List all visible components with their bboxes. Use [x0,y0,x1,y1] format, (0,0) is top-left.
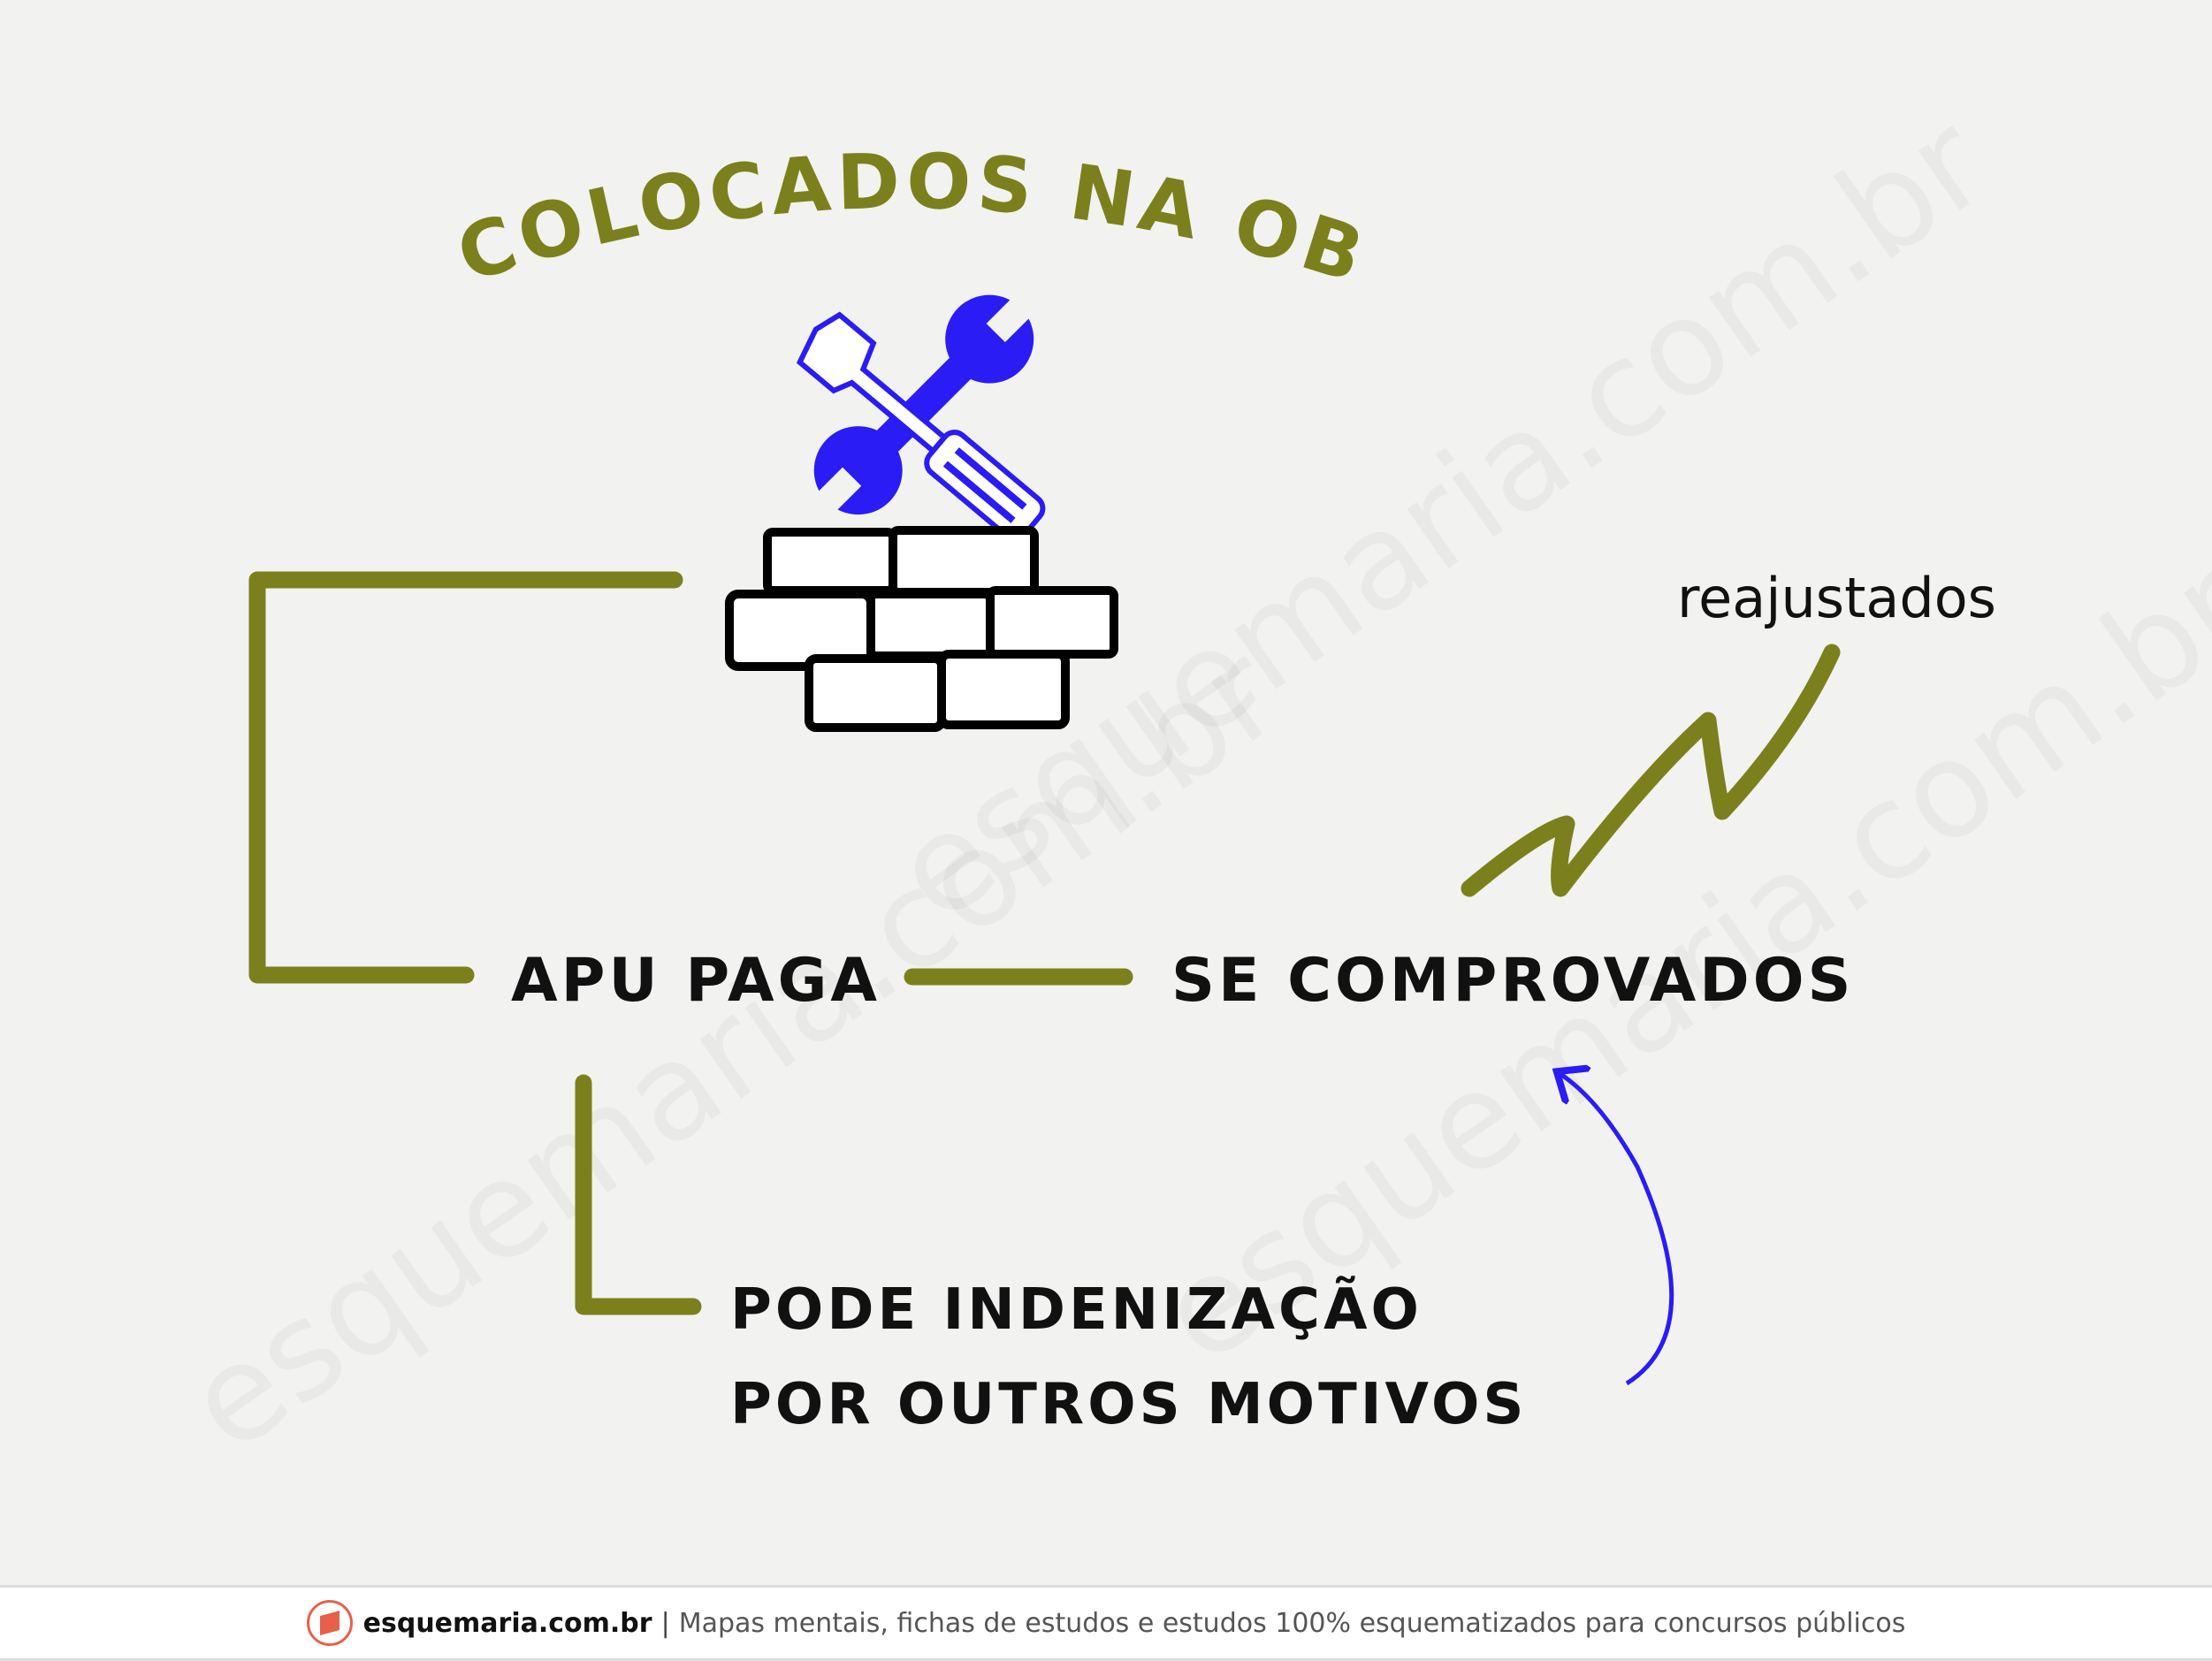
other-motives-connector [575,1074,702,1315]
bricks-icon [725,526,1118,732]
adjusted-label: reajustados [1677,566,1996,630]
brand-logo-icon [306,1600,353,1646]
bracket-connector [248,571,683,984]
footer-separator: | [660,1607,670,1639]
footer: esquemaria.com.br | Mapas mentais, ficha… [0,1585,2212,1661]
other-motives-line1: PODE INDENIZAÇÃO [730,1277,1423,1343]
title-text: COLOCADOS NA OBRA [0,0,1378,301]
tools-and-bricks-icon [725,292,1118,732]
footer-tagline: Mapas mentais, fichas de estudos e estud… [678,1607,1906,1639]
other-motives-line2: POR OUTROS MOTIVOS [730,1372,1528,1437]
footer-brand[interactable]: esquemaria.com.br [362,1607,652,1639]
arrow-icon [1560,1074,1674,1386]
condition-node-label: SE COMPROVADOS [1171,946,1855,1016]
rising-zigzag-icon [1461,644,1841,897]
main-node-label: APU PAGA [511,946,881,1016]
screwdriver-icon [796,311,1046,542]
